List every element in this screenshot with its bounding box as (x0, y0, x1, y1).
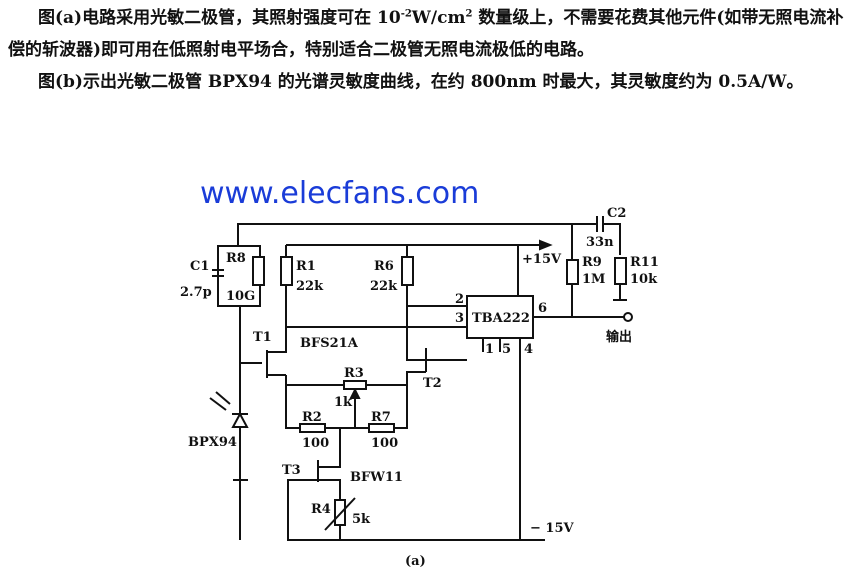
label-pin3: 3 (455, 311, 464, 326)
label-pin5: 5 (502, 342, 511, 357)
photodiode-icon (231, 411, 249, 428)
label-r8: R8 (226, 251, 246, 266)
label-r7-value: 100 (371, 436, 398, 451)
label-r11-value: 10k (630, 272, 658, 287)
label-c2-value: 33n (586, 235, 614, 250)
figure-caption: (a) (405, 554, 426, 569)
watermark: www.elecfans.com (200, 176, 479, 211)
label-r1: R1 (296, 259, 316, 274)
label-r4-value: 5k (352, 512, 371, 527)
label-t1-part: BFS21A (300, 336, 359, 351)
label-r2-value: 100 (302, 436, 329, 451)
label-t3: T3 (282, 463, 301, 478)
label-pin1: 1 (485, 342, 494, 357)
label-t2: T2 (423, 376, 442, 391)
resistor-R1 (280, 256, 293, 286)
label-minus-15v: − 15V (530, 521, 575, 536)
label-r7: R7 (371, 410, 391, 425)
label-c2: C2 (607, 206, 626, 221)
exponent: 2 (465, 8, 473, 20)
label-r3-value: 1k (334, 395, 353, 410)
text: 图(a)电路采用光敏二极管，其照射强度可在 10 (38, 8, 401, 28)
label-pin4: 4 (524, 342, 533, 357)
resistor-R9 (566, 259, 579, 285)
resistor-R7 (368, 423, 395, 433)
label-bpx94: BPX94 (188, 435, 237, 450)
resistor-R8 (252, 256, 265, 286)
label-r8-value: 10G (226, 289, 255, 304)
paragraph-2: 图(b)示出光敏二极管 BPX94 的光谱灵敏度曲线，在约 800nm 时最大，… (38, 72, 804, 92)
label-c1-value: 2.7p (180, 285, 212, 300)
label-r6: R6 (374, 259, 394, 274)
text-block: 图(a)电路采用光敏二极管，其照射强度可在 10-2W/cm2 数量级上，不需要… (8, 2, 848, 98)
component-bodies (209, 256, 627, 531)
label-ic-tba222: TBA222 (472, 311, 530, 326)
resistor-R2 (299, 423, 326, 433)
label-r9-value: 1M (582, 272, 605, 287)
paragraph-1: 图(a)电路采用光敏二极管，其照射强度可在 10-2W/cm2 数量级上，不需要… (8, 2, 848, 66)
label-output: 输出 (606, 329, 632, 345)
resistor-R6 (401, 256, 414, 286)
exponent: -2 (400, 8, 412, 20)
label-t1: T1 (253, 330, 272, 345)
text: 数量级上，不需要花费其他元件(如带无照电流补偿的斩波器)即可用在低照射电平场合，… (8, 8, 844, 60)
label-c1: C1 (190, 259, 209, 274)
resistor-R11 (614, 257, 627, 285)
resistor-R3 (343, 380, 367, 390)
label-r3: R3 (344, 366, 364, 381)
label-r1-value: 22k (296, 279, 324, 294)
label-pin2: 2 (455, 292, 464, 307)
text: W/cm (411, 8, 466, 28)
label-plus-15v: +15V (522, 252, 562, 267)
label-pin6: 6 (538, 301, 547, 316)
label-t3-part: BFW11 (350, 470, 403, 485)
label-r6-value: 22k (370, 279, 398, 294)
label-r11: R11 (630, 255, 659, 270)
label-r9: R9 (582, 255, 602, 270)
label-r4: R4 (311, 502, 331, 517)
label-r2: R2 (302, 410, 322, 425)
resistor-R4 (334, 499, 346, 526)
